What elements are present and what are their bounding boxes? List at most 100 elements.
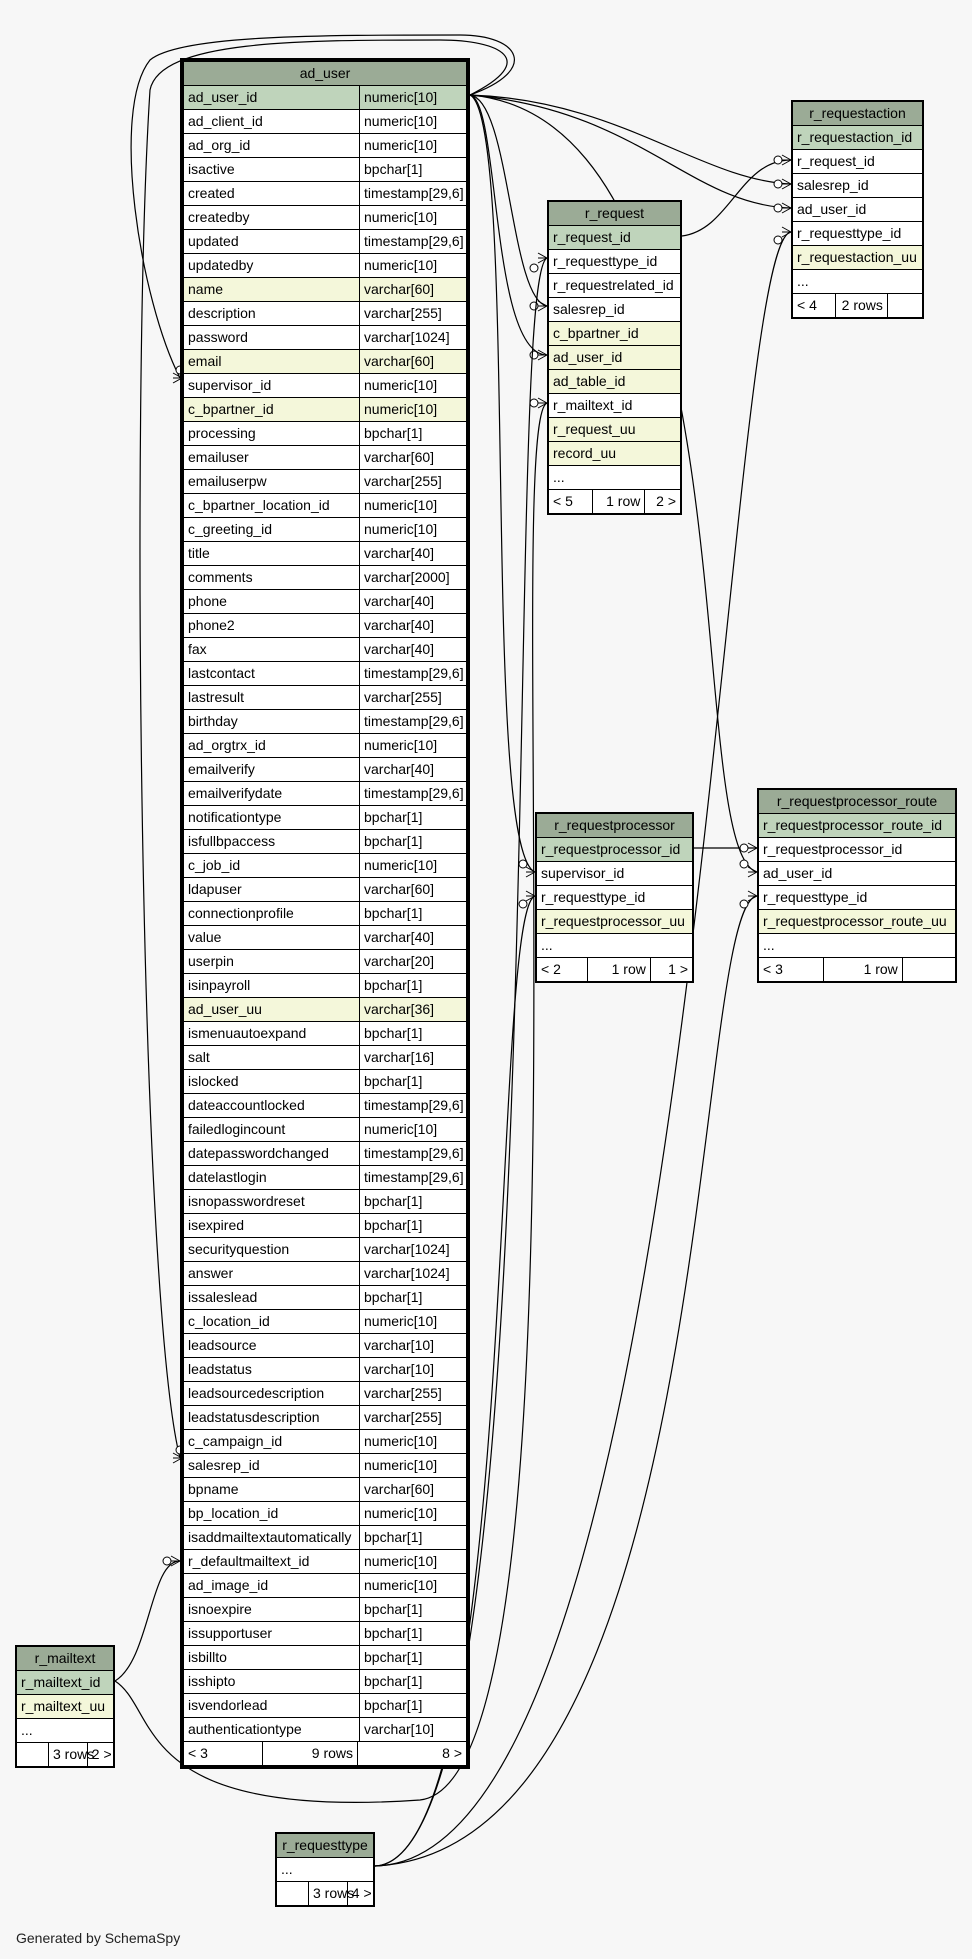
column-row[interactable]: r_mailtext_uu bbox=[16, 1694, 114, 1719]
column-row[interactable]: r_requestprocessor_route_id bbox=[758, 813, 956, 838]
column-row[interactable]: r_requesttype_id bbox=[536, 885, 693, 910]
column-row[interactable]: r_requestprocessor_route_uu bbox=[758, 909, 956, 934]
column-row[interactable]: r_requestaction_uu bbox=[792, 245, 923, 270]
column-row[interactable]: r_requestprocessor_id bbox=[758, 837, 956, 862]
column-row[interactable]: supervisor_id bbox=[536, 861, 693, 886]
column-row[interactable]: ... bbox=[792, 269, 923, 294]
column-row[interactable]: r_requesttype_id bbox=[792, 221, 923, 246]
column-row[interactable]: c_bpartner_id bbox=[548, 321, 681, 346]
column-row[interactable]: r_requestrelated_id bbox=[548, 273, 681, 298]
column-row[interactable]: ... bbox=[548, 465, 681, 490]
column-row[interactable]: r_requestprocessor_id bbox=[536, 837, 693, 862]
column-row[interactable]: ad_user_id bbox=[548, 345, 681, 370]
column-row[interactable]: r_requesttype_id bbox=[758, 885, 956, 910]
column-row[interactable]: ... bbox=[758, 933, 956, 958]
column-row[interactable]: r_request_id bbox=[548, 225, 681, 250]
column-row[interactable]: record_uu bbox=[548, 441, 681, 466]
column-row[interactable]: salesrep_id bbox=[792, 173, 923, 198]
column-row[interactable]: r_mailtext_id bbox=[16, 1670, 114, 1695]
column-row[interactable]: ... bbox=[276, 1857, 374, 1882]
column-row[interactable]: r_request_id bbox=[792, 149, 923, 174]
column-row[interactable]: r_mailtext_id bbox=[548, 393, 681, 418]
column-row[interactable]: ad_user_id bbox=[792, 197, 923, 222]
column-row[interactable]: r_requestprocessor_uu bbox=[536, 909, 693, 934]
column-row[interactable]: r_requestaction_id bbox=[792, 125, 923, 150]
column-row[interactable]: r_request_uu bbox=[548, 417, 681, 442]
column-row[interactable]: r_requesttype_id bbox=[548, 249, 681, 274]
column-row[interactable]: ... bbox=[16, 1718, 114, 1743]
column-row[interactable]: ad_user_id bbox=[758, 861, 956, 886]
column-row[interactable]: salesrep_id bbox=[548, 297, 681, 322]
